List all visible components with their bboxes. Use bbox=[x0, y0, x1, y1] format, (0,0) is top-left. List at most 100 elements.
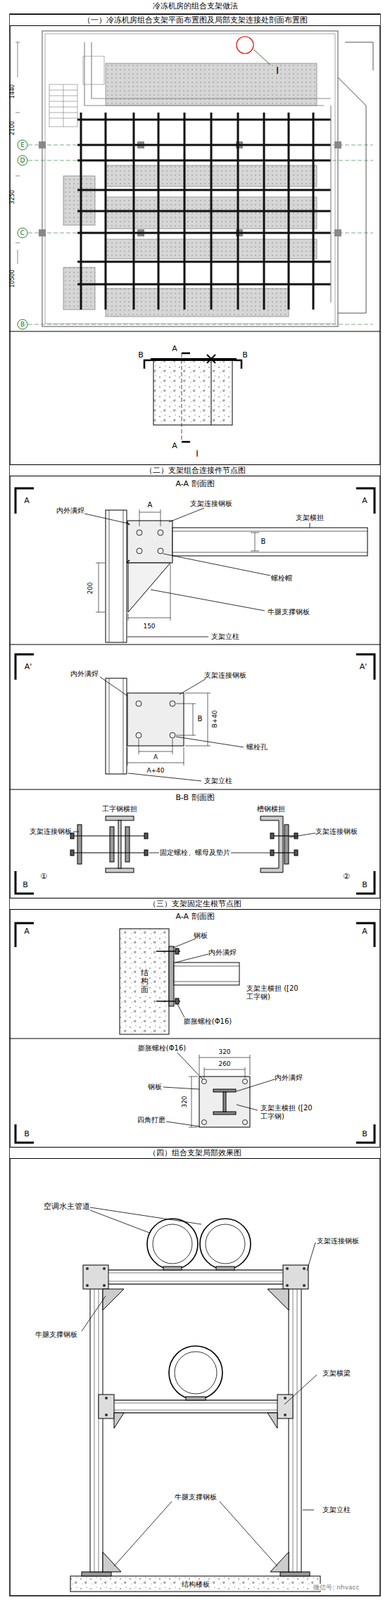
drawing-label: A bbox=[361, 497, 368, 507]
frame bbox=[9, 789, 381, 791]
aa-section bbox=[84, 513, 129, 524]
anchor-plate bbox=[204, 1067, 205, 1079]
anchor-plate bbox=[177, 1053, 203, 1080]
anchor-section bbox=[175, 954, 209, 964]
support-frame bbox=[81, 1572, 112, 1577]
support-frame bbox=[302, 1284, 306, 1288]
support-beam-grid bbox=[237, 112, 240, 310]
aa-section bbox=[127, 637, 209, 638]
support-frame bbox=[185, 1397, 206, 1401]
support-frame bbox=[70, 1208, 321, 1593]
detail-i bbox=[153, 360, 233, 426]
bb-section bbox=[273, 835, 296, 837]
support-frame bbox=[199, 1219, 251, 1270]
support-frame bbox=[283, 1397, 287, 1401]
drawing-label: 260 bbox=[218, 1060, 231, 1068]
plate-view bbox=[179, 679, 206, 695]
detail-i bbox=[181, 353, 191, 443]
support-frame bbox=[102, 1284, 106, 1288]
plate-view bbox=[128, 773, 202, 782]
anchor-plate bbox=[163, 1087, 200, 1090]
aa-section bbox=[309, 523, 311, 528]
floor-plan bbox=[337, 77, 367, 314]
drawing-label: 膨胀螺栓(Φ16) bbox=[183, 1017, 232, 1027]
anchor-plate bbox=[202, 1079, 207, 1085]
anchor-section bbox=[175, 948, 179, 955]
drawing-label: B bbox=[260, 537, 267, 547]
drawing-label: B bbox=[361, 881, 368, 891]
bb-section bbox=[144, 833, 148, 840]
anchor-section bbox=[175, 948, 179, 1005]
drawing-label: A bbox=[171, 442, 178, 452]
support-frame bbox=[90, 1270, 103, 1573]
support-frame bbox=[302, 1510, 314, 1512]
aa-section bbox=[139, 509, 141, 527]
frame bbox=[9, 331, 381, 333]
section-header: （三）支架固定生根节点图 bbox=[9, 898, 381, 911]
aa-section bbox=[15, 488, 375, 643]
support-beam-grid bbox=[133, 112, 136, 310]
aa-section bbox=[109, 510, 110, 643]
support-frame bbox=[84, 1273, 307, 1275]
drawing-label: 3250 bbox=[9, 190, 16, 205]
support-frame bbox=[104, 1414, 108, 1418]
page-title: 冷冻机房的组合支架做法 bbox=[0, 1, 390, 11]
anchor-plate bbox=[242, 1120, 248, 1126]
bb-section bbox=[125, 827, 130, 863]
anchor-plate bbox=[202, 1120, 207, 1126]
drawing-label: D bbox=[20, 156, 26, 165]
support-beam-grid bbox=[77, 283, 331, 286]
anchor-plate bbox=[202, 1079, 248, 1126]
bb-section bbox=[105, 816, 134, 821]
drawing-label: 支架立柱 bbox=[204, 777, 233, 786]
floor-plan bbox=[38, 141, 342, 237]
support-frame bbox=[81, 1208, 317, 1568]
floor-plan bbox=[17, 155, 28, 166]
bb-section bbox=[273, 852, 296, 854]
drawing-label: 钢板 bbox=[193, 932, 208, 941]
support-frame bbox=[168, 1346, 223, 1401]
plate-view bbox=[169, 701, 176, 707]
anchor-section bbox=[173, 963, 240, 986]
anchor-section bbox=[168, 946, 174, 1007]
drawing-label: 螺栓帽 bbox=[271, 574, 293, 583]
support-frame bbox=[163, 1267, 235, 1401]
anchor-section bbox=[15, 923, 375, 948]
anchor-plate bbox=[236, 1105, 258, 1111]
plate-view bbox=[127, 693, 211, 766]
support-frame bbox=[306, 1243, 316, 1272]
bb-section bbox=[109, 827, 115, 863]
drawing-label: 150 bbox=[142, 623, 155, 631]
drawing-label: A-A 剖面图 bbox=[175, 480, 215, 490]
drawing-label: 支架立柱 bbox=[322, 1506, 351, 1515]
bb-section bbox=[289, 833, 316, 838]
aa-section bbox=[128, 563, 171, 613]
support-frame bbox=[152, 1224, 245, 1395]
anchor-section bbox=[173, 939, 196, 949]
anchor-plate bbox=[199, 1077, 250, 1128]
support-frame bbox=[114, 1502, 172, 1568]
support-frame bbox=[152, 1224, 193, 1265]
drawing-label: 工字钢横担 bbox=[102, 805, 138, 814]
anchor-plate bbox=[163, 1053, 275, 1128]
drawing-label: 内外满焊 bbox=[70, 670, 99, 679]
support-frame bbox=[292, 1284, 294, 1573]
bb-section bbox=[230, 853, 271, 854]
plate-view bbox=[185, 693, 211, 695]
header-text: （四）组合支架局部效果图 bbox=[148, 1148, 242, 1159]
floor-plan bbox=[63, 175, 96, 226]
anchor-section bbox=[15, 923, 375, 1035]
detail-i bbox=[150, 358, 237, 362]
support-frame bbox=[285, 1284, 289, 1288]
drawing-label: 槽钢横担 bbox=[256, 805, 286, 814]
floor-plan bbox=[253, 49, 271, 65]
bb-section bbox=[284, 825, 289, 865]
plate-view bbox=[15, 654, 375, 782]
drawing-label: 内外满焊 bbox=[56, 506, 85, 516]
support-frame bbox=[163, 1267, 182, 1271]
anchor-section bbox=[173, 982, 240, 983]
aa-section bbox=[95, 612, 105, 614]
anchor-plate bbox=[249, 1055, 251, 1076]
support-frame bbox=[90, 1208, 202, 1225]
drawing-label: A' bbox=[24, 663, 33, 673]
